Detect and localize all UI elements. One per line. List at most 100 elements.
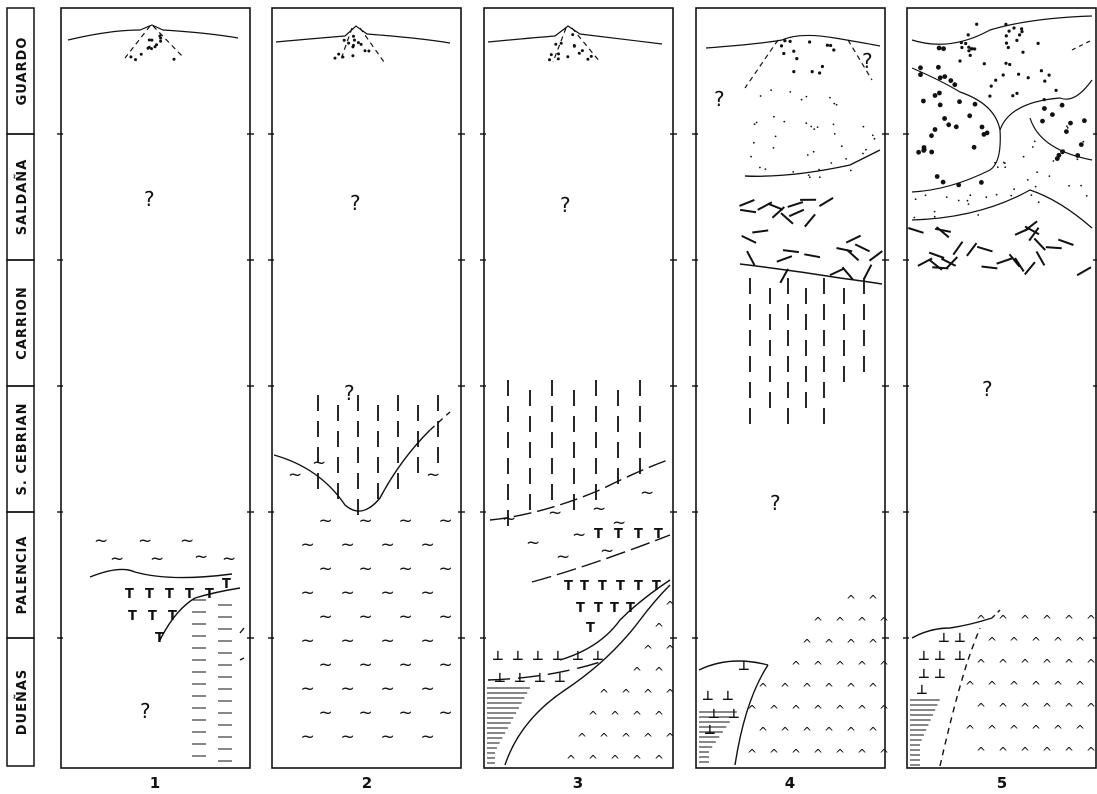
caret-symbol: ^ xyxy=(1064,657,1074,671)
oblique-dash xyxy=(804,254,820,257)
stipple-dot xyxy=(1008,30,1011,33)
inverted-tee-symbol: ⊥ xyxy=(572,649,584,664)
caret-symbol: ^ xyxy=(1031,679,1041,693)
stipple-dot xyxy=(801,99,803,101)
stipple-dot xyxy=(829,97,831,99)
stipple-dot xyxy=(969,54,972,57)
column-frame-4 xyxy=(696,8,885,768)
oblique-dash xyxy=(1015,228,1030,235)
unknown-mark-col2-cebrian: ? xyxy=(344,381,355,405)
caret-symbol: ^ xyxy=(1053,635,1063,649)
caret-symbol: ^ xyxy=(824,725,834,739)
caret-symbol: ^ xyxy=(835,703,845,717)
stipple-dot xyxy=(352,35,355,38)
inverted-tee-symbol: ⊥ xyxy=(918,667,930,682)
oblique-dash xyxy=(747,251,755,265)
stipple-dot xyxy=(1040,69,1043,72)
caret-symbol: ^ xyxy=(976,657,986,671)
caret-symbol: ^ xyxy=(846,681,856,695)
inverted-tee-symbol: ⊥ xyxy=(738,659,750,674)
inverted-tee-symbol: ⊥ xyxy=(934,649,946,664)
caret-symbol: ^ xyxy=(780,725,790,739)
column-labels: 1 2 3 4 5 xyxy=(150,774,1007,792)
stipple-dot xyxy=(821,65,824,68)
stipple-dot xyxy=(792,171,794,173)
caret-symbol: ^ xyxy=(1086,613,1096,627)
oblique-dash xyxy=(864,265,871,279)
caret-symbol: ^ xyxy=(1042,657,1052,671)
stipple-dot xyxy=(813,128,815,130)
caret-symbol: ^ xyxy=(1031,723,1041,737)
stipple-dot xyxy=(933,93,938,98)
stipple-dot xyxy=(985,196,987,198)
stipple-dot xyxy=(1010,195,1012,197)
stipple-dot xyxy=(997,166,999,168)
stipple-dot xyxy=(770,89,772,91)
inverted-tee-symbol: ⊥ xyxy=(702,689,714,704)
stipple-dot xyxy=(1068,185,1070,187)
caret-symbol: ^ xyxy=(813,615,823,629)
caret-symbol: ^ xyxy=(632,665,642,679)
inverted-tee-symbol: ⊥ xyxy=(552,649,564,664)
caret-symbol: ^ xyxy=(987,723,997,737)
stipple-dot xyxy=(933,127,938,132)
stipple-dot xyxy=(1063,150,1065,152)
stipple-dot xyxy=(367,50,370,53)
wave-symbol: ~ xyxy=(399,607,413,627)
stipple-dot xyxy=(571,33,574,36)
caret-symbol: ^ xyxy=(1053,723,1063,737)
column-1-content xyxy=(90,569,244,660)
oblique-dash xyxy=(783,250,799,252)
stipple-dot xyxy=(352,44,355,47)
stipple-dot xyxy=(811,70,814,73)
caret-symbol: ^ xyxy=(868,637,878,651)
wave-symbol: ~ xyxy=(359,655,373,675)
caret-symbol: ^ xyxy=(846,725,856,739)
stipple-dot xyxy=(913,217,915,219)
caret-symbol: ^ xyxy=(857,615,867,629)
inverted-tee-symbol: ⊥ xyxy=(918,649,930,664)
stipple-dot xyxy=(826,44,829,47)
stipple-dot xyxy=(829,44,832,47)
oblique-dash xyxy=(752,230,768,232)
stipple-dot xyxy=(832,48,835,51)
oblique-dash xyxy=(997,259,1012,264)
caret-symbol: ^ xyxy=(846,593,856,607)
stipple-dot xyxy=(929,150,934,155)
caret-symbol: ^ xyxy=(1064,701,1074,715)
stipple-dot xyxy=(351,54,354,57)
stipple-dot xyxy=(554,43,557,46)
column-label-4: 4 xyxy=(785,774,795,792)
stipple-dot xyxy=(918,72,923,77)
oblique-dash xyxy=(1037,252,1045,266)
caret-symbol: ^ xyxy=(998,613,1008,627)
stipple-dot xyxy=(850,170,852,172)
stipple-dot xyxy=(836,104,838,106)
caret-symbol: ^ xyxy=(987,635,997,649)
stipple-dot xyxy=(936,65,941,70)
stipple-dot xyxy=(1043,98,1046,101)
stipple-dot xyxy=(586,58,589,61)
inverted-tee-symbol: ⊥ xyxy=(494,671,506,686)
stipple-dot xyxy=(985,131,990,136)
stipple-dot xyxy=(1011,94,1014,97)
stipple-dot xyxy=(773,116,775,118)
wave-symbol: ~ xyxy=(439,655,453,675)
stipple-dot xyxy=(817,126,819,128)
stipple-dot xyxy=(140,53,143,56)
tee-symbol: T xyxy=(634,579,643,594)
tee-symbol: T xyxy=(168,609,177,624)
inverted-tee-symbol: ⊥ xyxy=(492,649,504,664)
wave-symbol: ~ xyxy=(94,531,108,551)
caret-symbol: ^ xyxy=(1020,701,1030,715)
stipple-dot xyxy=(760,95,762,97)
caret-symbol: ^ xyxy=(998,745,1008,759)
stipple-dot xyxy=(956,183,961,188)
caret-symbol: ^ xyxy=(1042,701,1052,715)
caret-symbol: ^ xyxy=(868,593,878,607)
wave-symbol: ~ xyxy=(301,631,315,651)
wave-symbol: ~ xyxy=(612,513,626,533)
tee-symbol: T xyxy=(594,601,603,616)
stipple-dot xyxy=(941,180,946,185)
